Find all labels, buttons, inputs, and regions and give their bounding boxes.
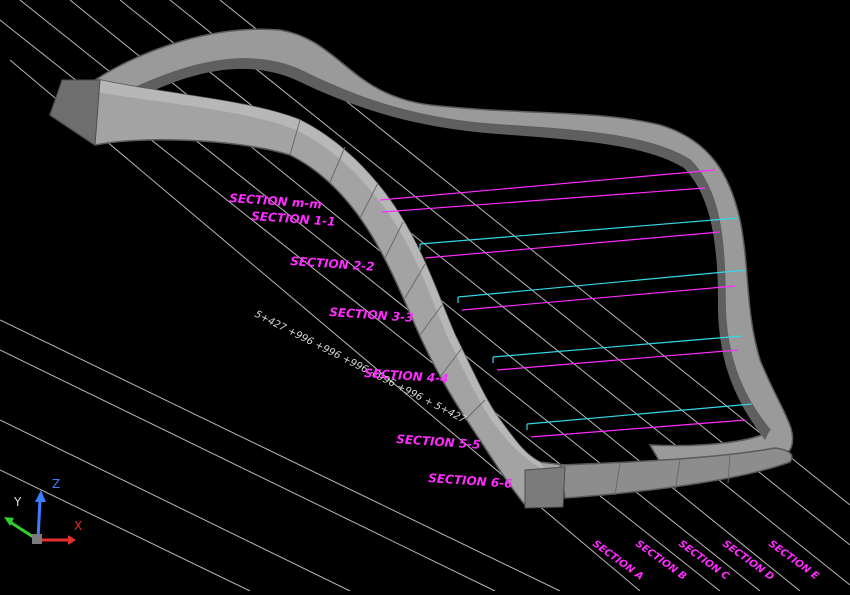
section-label-m-m[interactable]: SECTION m-m — [229, 191, 322, 211]
section-cut-lines — [379, 169, 753, 438]
slab-outer-band[interactable] — [93, 28, 794, 464]
axis-label-x: X — [74, 519, 82, 533]
section-labels: SECTION m-m SECTION 1-1 SECTION 2-2 SECT… — [229, 191, 513, 491]
section-label-1-1[interactable]: SECTION 1-1 — [251, 209, 336, 229]
axis-label-y: Y — [13, 495, 22, 509]
section-label-6-6[interactable]: SECTION 6-6 — [428, 471, 513, 491]
section-label-5-5[interactable]: SECTION 5-5 — [396, 432, 481, 452]
slab-end-block[interactable] — [524, 466, 566, 509]
slab-front-arm[interactable] — [49, 79, 566, 506]
rotated-section-labels: SECTION A SECTION B SECTION C SECTION D … — [590, 539, 820, 584]
section-label-4-4[interactable]: SECTION 4-4 — [364, 366, 449, 386]
slab-segment-lines — [289, 119, 731, 496]
slab-bottom-return[interactable] — [559, 447, 793, 499]
slab-start-block[interactable] — [49, 79, 101, 146]
section-label-2-2[interactable]: SECTION 2-2 — [290, 254, 375, 274]
section-label-3-3[interactable]: SECTION 3-3 — [329, 305, 414, 325]
ucs-axis-icon[interactable]: X Y Z — [4, 477, 82, 545]
curved-slab-model[interactable] — [49, 28, 794, 509]
axis-label-z: Z — [52, 477, 60, 491]
